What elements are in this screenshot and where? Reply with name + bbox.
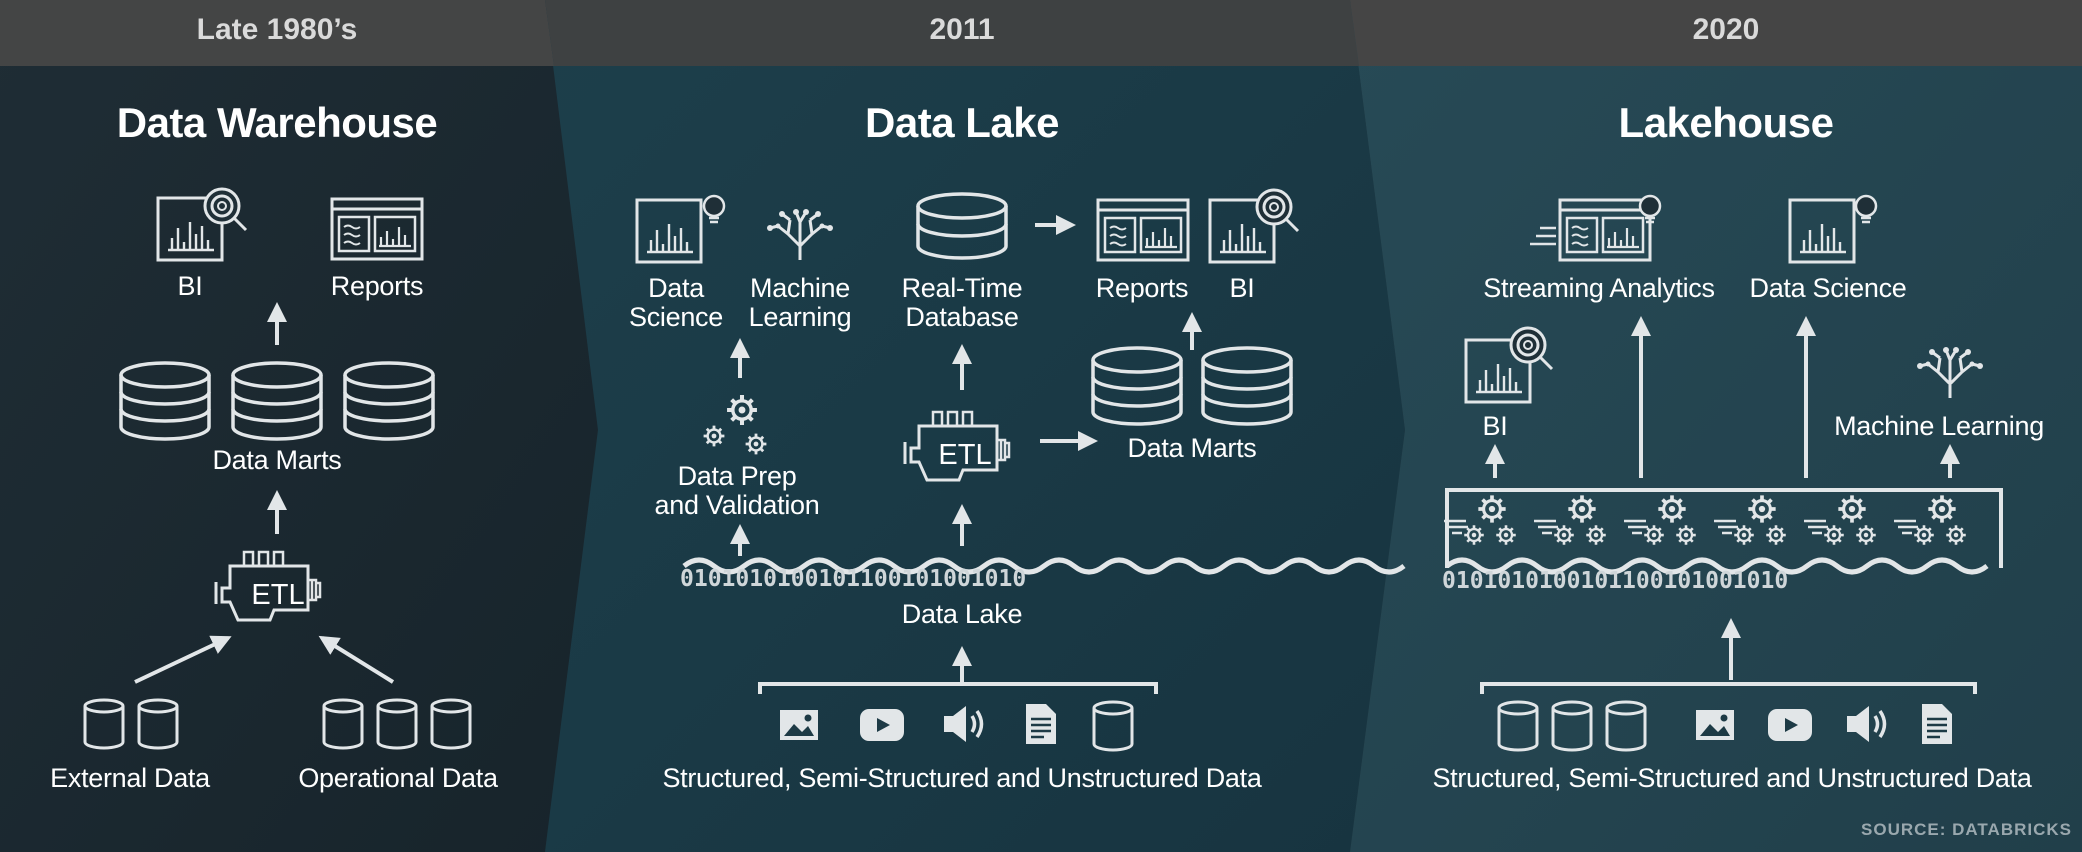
label-data-marts: Data Marts xyxy=(1127,433,1257,463)
label-etl: ETL xyxy=(938,439,992,471)
label-sources: Structured, Semi-Structured and Unstruct… xyxy=(662,763,1262,793)
image-icon xyxy=(1696,710,1734,740)
data-lake-wave-icon xyxy=(682,557,1406,575)
streaming-analytics-icon xyxy=(1530,194,1662,262)
video-icon xyxy=(860,709,904,741)
panel-title-data-warehouse: Data Warehouse xyxy=(116,99,438,146)
label-external-data: External Data xyxy=(50,763,210,793)
source-credit: SOURCE: DATABRICKS xyxy=(1861,820,2072,839)
database-icon xyxy=(916,192,1008,260)
label-bi: BI xyxy=(177,271,203,301)
label-data-lake: Data Lake xyxy=(901,599,1023,629)
label-streaming-analytics: Streaming Analytics xyxy=(1483,273,1715,303)
label-reports: Reports xyxy=(330,271,424,301)
lakehouse-processing-layer xyxy=(1444,488,2003,575)
panel-lakehouse xyxy=(1350,0,2082,852)
panel-data-warehouse xyxy=(0,0,598,852)
label-operational-data: Operational Data xyxy=(298,763,498,793)
panel-title-data-lake: Data Lake xyxy=(865,99,1059,146)
era-period-2: 2011 xyxy=(929,13,995,46)
label-bi: BI xyxy=(1229,273,1255,303)
arrow-icon xyxy=(134,635,232,684)
data-lake-wave-icon xyxy=(1445,557,1989,575)
label-machine-learning: Machine Learning xyxy=(748,273,852,333)
label-realtime-database: Real-Time Database xyxy=(901,273,1023,333)
video-icon xyxy=(1768,709,1812,741)
era-period-1: Late 1980’s xyxy=(196,13,358,46)
label-etl: ETL xyxy=(251,579,305,611)
label-data-science: Data Science xyxy=(629,273,723,333)
document-icon xyxy=(1024,702,1058,746)
label-data-prep: Data Prep and Validation xyxy=(654,461,820,521)
label-data-marts: Data Marts xyxy=(212,445,342,475)
binary-stream: 0101010100101100101001010 xyxy=(680,566,1027,592)
panel-title-lakehouse: Lakehouse xyxy=(1618,99,1834,146)
label-bi: BI xyxy=(1482,411,1508,441)
binary-stream: 0101010100101100101001010 xyxy=(1442,568,1789,594)
label-machine-learning: Machine Learning xyxy=(1834,411,2044,441)
image-icon xyxy=(780,710,818,740)
arrow-icon xyxy=(318,635,395,684)
label-sources: Structured, Semi-Structured and Unstruct… xyxy=(1432,763,2032,793)
label-reports: Reports xyxy=(1095,273,1189,303)
era-period-3: 2020 xyxy=(1692,13,1760,46)
label-data-science: Data Science xyxy=(1749,273,1907,303)
document-icon xyxy=(1920,702,1954,746)
